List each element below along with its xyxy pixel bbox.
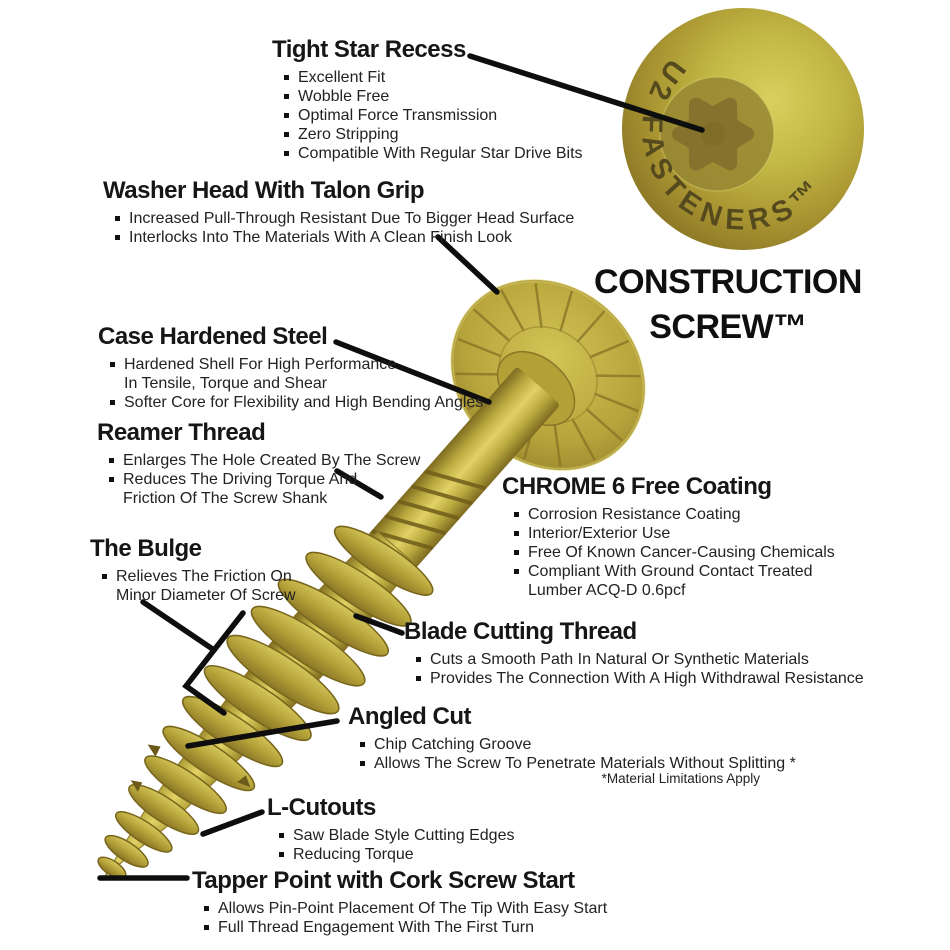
bullet-square (115, 216, 120, 221)
bullet-square (514, 550, 519, 555)
bullet-item: Free Of Known Cancer-Causing Chemicals (502, 543, 835, 562)
bullet-square (284, 132, 289, 137)
bullet-item: Allows Pin-Point Placement Of The Tip Wi… (192, 899, 607, 918)
bullet-item: Zero Stripping (272, 125, 583, 144)
bullet-square (204, 906, 209, 911)
section-the-bulge: The Bulge Relieves The Friction On Minor… (90, 535, 296, 605)
torx-star-recess (672, 97, 754, 171)
thread-cutout-notches (130, 744, 251, 792)
reamer-thread-illustration (371, 469, 487, 550)
section-heading: Tapper Point with Cork Screw Start (192, 867, 575, 894)
section-tight-star-recess: Tight Star Recess Excellent Fit Wobble F… (272, 36, 583, 163)
bullet-item: Chip Catching Groove (348, 735, 796, 754)
product-title-line2: SCREW™ (649, 308, 807, 346)
bullet-square (279, 852, 284, 857)
leader-reamer-thread (334, 468, 384, 500)
bullet-square (284, 94, 289, 99)
bullet-square (110, 362, 115, 367)
bullet-square (514, 512, 519, 517)
bullet-square (109, 458, 114, 463)
bullet-item: Corrosion Resistance Coating (502, 505, 835, 524)
leader-tight-star-recess (467, 53, 705, 133)
bullet-square (360, 742, 365, 747)
bullet-square (110, 400, 115, 405)
screw-head-top-view: U2 FASTENERS™ (622, 8, 864, 250)
section-l-cutouts: L-Cutouts Saw Blade Style Cutting Edges … (267, 794, 514, 864)
bullet-item: Reduces The Driving Torque And Friction … (97, 470, 420, 508)
section-heading: CHROME 6 Free Coating (502, 473, 772, 500)
section-heading: Reamer Thread (97, 419, 266, 446)
bullet-square (102, 574, 107, 579)
bullet-item: Cuts a Smooth Path In Natural Or Synthet… (404, 650, 864, 669)
section-heading: Angled Cut (348, 703, 471, 730)
bullet-square (115, 235, 120, 240)
section-tapper-point: Tapper Point with Cork Screw Start Allow… (192, 867, 607, 937)
bullet-square (360, 761, 365, 766)
leader-the-bulge-bracket (182, 610, 246, 716)
bullet-square (284, 75, 289, 80)
section-heading: Washer Head With Talon Grip (103, 177, 424, 204)
section-heading: Case Hardened Steel (98, 323, 328, 350)
section-heading: L-Cutouts (267, 794, 376, 821)
section-case-hardened-steel: Case Hardened Steel Hardened Shell For H… (98, 323, 483, 412)
section-blade-cutting-thread: Blade Cutting Thread Cuts a Smooth Path … (404, 618, 864, 688)
bullet-square (204, 925, 209, 930)
bullet-item: Full Thread Engagement With The First Tu… (192, 918, 607, 937)
material-limitations-footnote: *Material Limitations Apply (601, 771, 760, 786)
bullet-item: Optimal Force Transmission (272, 106, 583, 125)
leader-the-bulge (140, 599, 217, 653)
bullet-item: Relieves The Friction On Minor Diameter … (90, 567, 296, 605)
bullet-square (416, 657, 421, 662)
bullet-item: Interior/Exterior Use (502, 524, 835, 543)
bullet-item: Saw Blade Style Cutting Edges (267, 826, 514, 845)
bullet-item: Provides The Connection With A High With… (404, 669, 864, 688)
talon-grip-serrations (455, 283, 641, 467)
product-title-line1: CONSTRUCTION (594, 263, 862, 301)
bullet-item: Enlarges The Hole Created By The Screw (97, 451, 420, 470)
bullet-item: Compliant With Ground Contact Treated Lu… (502, 562, 835, 600)
section-angled-cut: Angled Cut Chip Catching Groove Allows T… (348, 703, 796, 773)
leader-blade-cutting-thread (353, 613, 405, 636)
section-heading: The Bulge (90, 535, 202, 562)
leader-l-cutouts (200, 809, 265, 837)
bullet-item: Reducing Torque (267, 845, 514, 864)
bullet-square (284, 113, 289, 118)
bullet-item: Allows The Screw To Penetrate Materials … (348, 754, 796, 773)
bullet-square (284, 151, 289, 156)
screw-threads (97, 525, 434, 880)
section-heading: Blade Cutting Thread (404, 618, 637, 645)
bullet-item: Increased Pull-Through Resistant Due To … (103, 209, 574, 228)
leader-angled-cut (185, 718, 340, 749)
bullet-item: Hardened Shell For High Performance In T… (98, 355, 483, 393)
bullet-item: Compatible With Regular Star Drive Bits (272, 144, 583, 163)
bullet-square (416, 676, 421, 681)
section-washer-head: Washer Head With Talon Grip Increased Pu… (103, 177, 574, 247)
bullet-square (109, 477, 114, 482)
bullet-square (514, 531, 519, 536)
bullet-item: Excellent Fit (272, 68, 583, 87)
screw-body (97, 279, 646, 880)
product-title: CONSTRUCTION SCREW™ (578, 260, 878, 350)
screw-shank (368, 367, 559, 573)
leader-lines (97, 53, 705, 881)
bullet-item: Interlocks Into The Materials With A Cle… (103, 228, 574, 247)
leader-washer-head (435, 234, 500, 295)
bullet-item: Wobble Free (272, 87, 583, 106)
leader-case-hardened-steel (333, 339, 492, 405)
bullet-item: Softer Core for Flexibility and High Ben… (98, 393, 483, 412)
section-heading: Tight Star Recess (272, 36, 466, 63)
section-chrome-6-free-coating: CHROME 6 Free Coating Corrosion Resistan… (502, 473, 835, 600)
bullet-square (279, 833, 284, 838)
bullet-square (514, 569, 519, 574)
section-reamer-thread: Reamer Thread Enlarges The Hole Created … (97, 419, 420, 508)
